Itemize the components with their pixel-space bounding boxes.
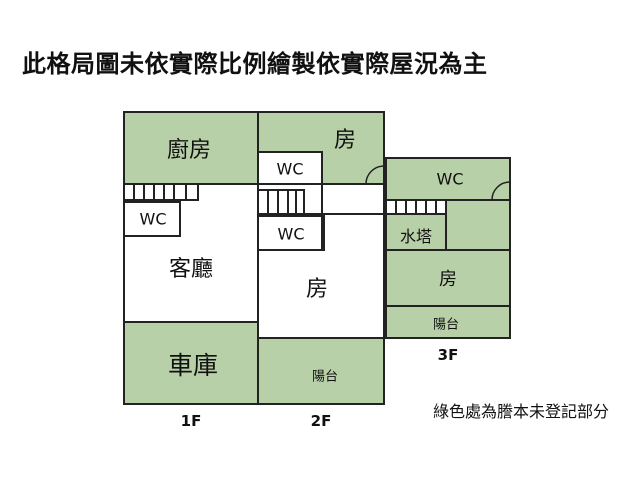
- f1-wc-label: WC: [139, 209, 167, 229]
- f3-balcony-label: 陽台: [432, 317, 460, 333]
- f2-room-mid-label: 房: [305, 277, 329, 302]
- f3-floor-label: 3F: [437, 346, 459, 364]
- f2-balcony-area: [257, 337, 385, 405]
- f1-kitchen-label: 廚房: [166, 138, 212, 163]
- f2-door-swing: [365, 165, 385, 185]
- page-title: 此格局圖未依實際比例繪製依實際屋況為主: [22, 50, 488, 78]
- f3-door-swing: [491, 181, 511, 201]
- f1-stairs: [123, 183, 199, 201]
- f3-room-label: 房: [439, 269, 457, 290]
- legend-note: 綠色處為謄本未登記部分: [432, 402, 610, 421]
- f2-wc-mid-box: [257, 215, 325, 251]
- f2-wc-mid-label: WC: [277, 224, 305, 244]
- f2-room-top-label: 房: [333, 128, 357, 153]
- f3-water-tank-label: 水塔: [399, 227, 433, 246]
- f2-balcony-label: 陽台: [311, 369, 339, 385]
- f2-stair-treads: [257, 189, 305, 215]
- f3-wc-label: WC: [436, 169, 464, 189]
- f1-garage-label: 車庫: [167, 351, 219, 380]
- f3-outline: [385, 157, 511, 339]
- f2-wc-top-box: [257, 151, 323, 185]
- f1-wc-box: [123, 201, 181, 237]
- f1-kitchen-area: [123, 111, 259, 185]
- f1-living-label: 客廳: [168, 257, 214, 282]
- f2-wc-top-label: WC: [276, 159, 304, 179]
- f1-floor-label: 1F: [180, 412, 202, 430]
- f1-garage-area: [123, 321, 259, 405]
- f2-floor-label: 2F: [310, 412, 332, 430]
